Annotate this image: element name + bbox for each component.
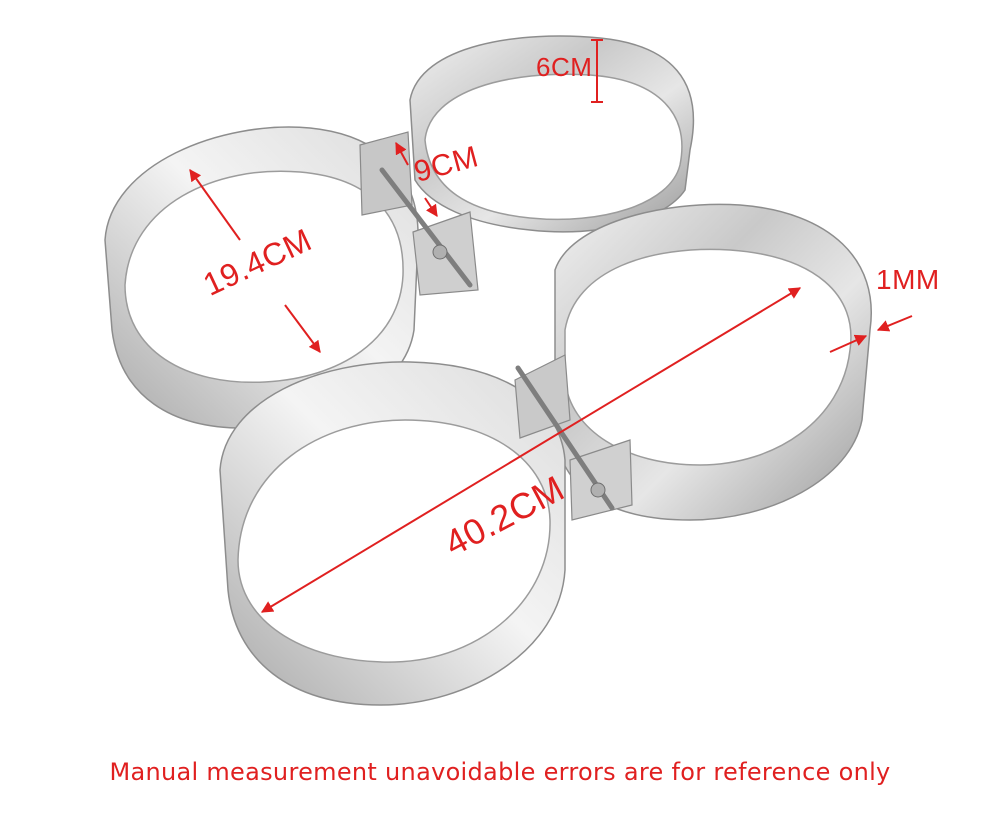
arrow-thickness-left xyxy=(829,334,868,353)
ring-top xyxy=(409,35,695,233)
arrow-width-402cm xyxy=(260,287,802,613)
arrow-thickness-right xyxy=(876,315,913,332)
arrow-bracket-9cm xyxy=(395,141,409,166)
disclaimer-caption: Manual measurement unavoidable errors ar… xyxy=(109,758,891,786)
arrow-diameter-19cm xyxy=(189,169,241,241)
label-height: 6CM xyxy=(536,52,593,82)
label-thickness: 1MM xyxy=(876,264,940,295)
bolt-top xyxy=(379,167,473,288)
product-photo-clamp xyxy=(104,35,913,706)
dimension-arrows xyxy=(189,39,913,613)
